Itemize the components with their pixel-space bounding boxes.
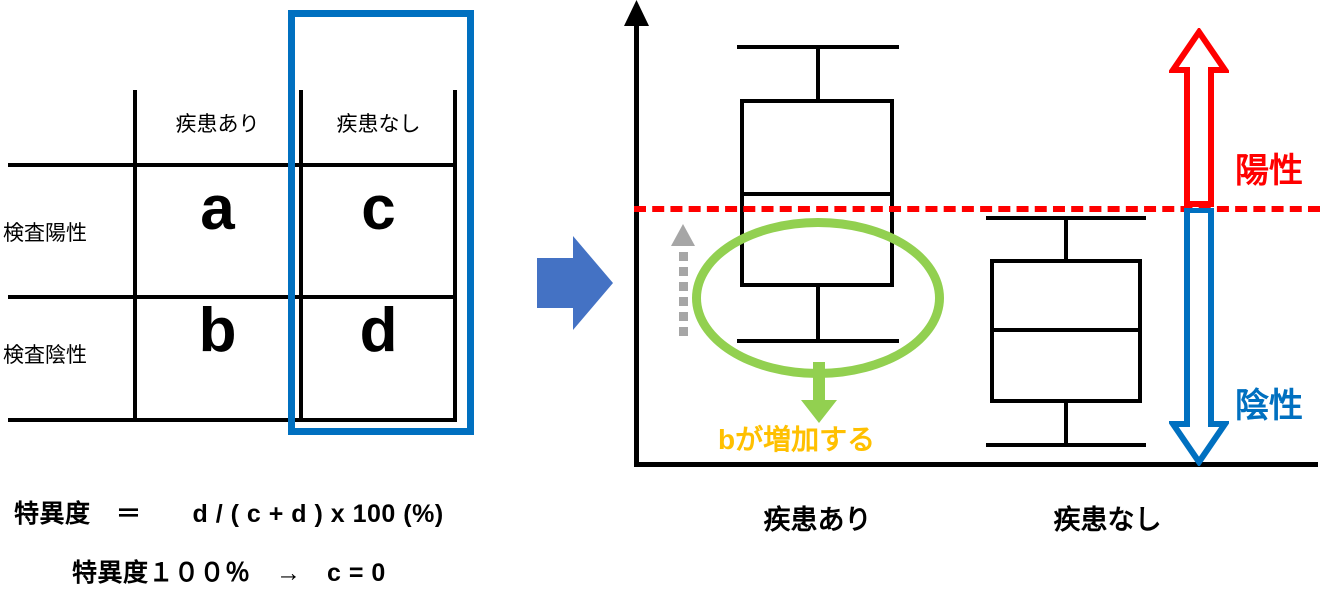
flow-right-arrow: [515, 228, 625, 338]
category-label-1: 疾患なし: [1053, 505, 1162, 535]
y-axis-arrowhead: [623, 0, 651, 26]
negative-range-arrow: [1169, 208, 1229, 466]
specificity-implication: 特異度１００％ → c = 0: [72, 559, 386, 587]
category-label-0: 疾患あり: [763, 505, 872, 535]
table-vertical-divider-3: [453, 90, 457, 422]
whisker-cap-low: [986, 443, 1146, 447]
table-column-header-1: 疾患なし: [336, 113, 421, 136]
specificity-formula: 特異度 ＝ d / ( c + d ) x 100 (%): [14, 500, 444, 528]
whisker-stem-low: [1064, 401, 1068, 446]
table-cell-c: c: [361, 174, 396, 243]
x-axis: [634, 462, 1318, 467]
table-rule-bottom: [8, 418, 455, 422]
table-rule-top: [8, 163, 455, 167]
positive-label: 陽性: [1235, 152, 1303, 190]
annotation-b-increases: bが増加する: [718, 424, 876, 455]
median-line: [740, 192, 894, 196]
table-cell-d: d: [359, 296, 398, 365]
boxplot-group-disease-absent: [960, 0, 1260, 466]
whisker-stem-high: [1064, 216, 1068, 262]
table-cell-a: a: [200, 174, 235, 243]
table-vertical-divider-2: [299, 90, 303, 422]
y-axis: [634, 18, 639, 466]
table-vertical-divider: [133, 90, 137, 422]
positive-range-arrow: [1169, 28, 1229, 208]
table-row-header-1: 検査陰性: [3, 344, 87, 367]
down-arrow-icon: [797, 362, 841, 424]
table-rule-middle: [8, 295, 455, 299]
median-line: [990, 328, 1142, 332]
negative-label: 陰性: [1235, 387, 1303, 425]
whisker-stem-high: [816, 45, 820, 102]
contingency-table: 疾患あり 疾患なし 検査陽性 検査陰性 a c b d: [0, 0, 500, 435]
table-cell-b: b: [198, 296, 237, 365]
table-row-header-0: 検査陽性: [3, 222, 87, 245]
dotted-up-arrow-icon: [670, 224, 696, 344]
boxplot-chart: bが増加する 陽性: [620, 0, 1320, 586]
ellipse-highlight: [692, 218, 944, 378]
highlight-box-disease-absent: [288, 10, 474, 435]
table-column-header-0: 疾患あり: [175, 113, 260, 136]
cutoff-threshold-line: [634, 206, 1320, 212]
